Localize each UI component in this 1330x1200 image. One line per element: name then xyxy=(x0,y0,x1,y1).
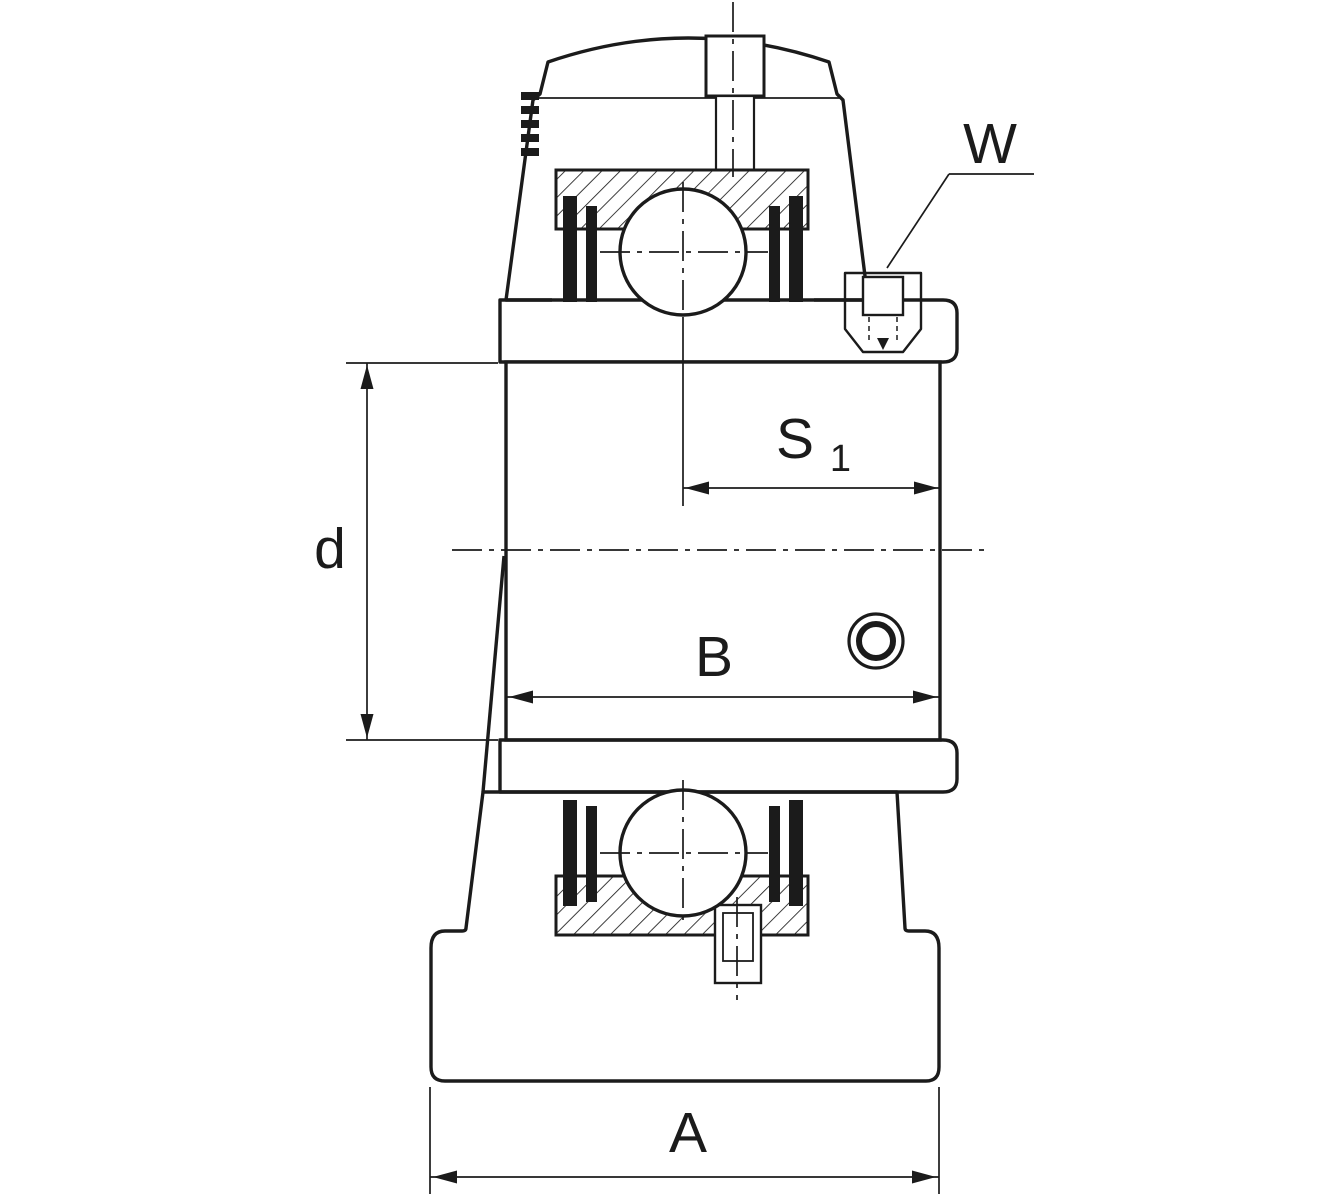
seal-right-outer-top xyxy=(789,196,803,302)
seal-left-inner-top xyxy=(586,206,597,302)
inner-ring-collar-top xyxy=(498,298,959,364)
serration-bar xyxy=(521,134,539,142)
a-arrow-left xyxy=(433,1170,457,1184)
housing-top-section xyxy=(504,36,870,302)
seal-right-inner-top xyxy=(769,206,780,302)
d-arrow-bottom xyxy=(360,714,374,738)
serration-bar xyxy=(521,106,539,114)
set-screw-assembly xyxy=(843,271,923,354)
seal-left-outer-top xyxy=(563,196,577,302)
seals-bottom xyxy=(563,800,803,906)
b-arrow-left xyxy=(509,690,533,704)
dimension-label-s1: S 1 xyxy=(776,407,851,480)
spring-pin-serrations xyxy=(521,92,539,156)
dimension-label-w: W xyxy=(963,112,1017,176)
w-leader-diagonal xyxy=(886,173,950,269)
seal-left-outer-bottom xyxy=(563,800,577,906)
s1-label-main: S xyxy=(776,407,814,471)
base-section xyxy=(429,790,941,1083)
s1-arrow-right xyxy=(914,481,938,495)
shaft-sleeve xyxy=(498,360,959,794)
base-slot-inner xyxy=(722,912,754,962)
bottom-bearing xyxy=(554,788,810,985)
cap-slot-outer xyxy=(704,34,766,98)
lubrication-hole-inner xyxy=(856,621,896,661)
s1-arrow-left xyxy=(685,481,709,495)
dimension-w: W xyxy=(886,112,1034,269)
d-arrow-top xyxy=(360,365,374,389)
centerlines xyxy=(452,2,988,1000)
serration-bar xyxy=(521,92,539,100)
dimension-a: A xyxy=(429,1087,940,1194)
housing-wall-left-edge xyxy=(481,555,506,793)
serration-bar xyxy=(521,120,539,128)
cap-slot-inner xyxy=(714,94,756,172)
b-arrow-right xyxy=(913,690,937,704)
dimension-s1: S 1 xyxy=(682,320,940,506)
dimension-label-a: A xyxy=(669,1101,707,1165)
set-screw-tip-arrow xyxy=(877,338,889,350)
seal-right-outer-bottom xyxy=(789,800,803,906)
set-screw-body xyxy=(843,271,923,354)
dimension-b: B xyxy=(506,625,940,704)
sleeve-body xyxy=(504,360,942,742)
seal-right-inner-bottom xyxy=(769,806,780,902)
inner-ring-collar-bottom xyxy=(498,738,959,794)
dimension-label-b: B xyxy=(695,625,733,689)
set-screw-socket xyxy=(861,275,905,317)
serration-bar xyxy=(521,148,539,156)
a-arrow-right xyxy=(912,1170,936,1184)
dimension-label-d: d xyxy=(314,517,346,581)
s1-label-sub: 1 xyxy=(830,438,851,480)
dimension-d: d xyxy=(314,362,498,741)
seals-top xyxy=(563,196,803,302)
seal-left-inner-bottom xyxy=(586,806,597,902)
